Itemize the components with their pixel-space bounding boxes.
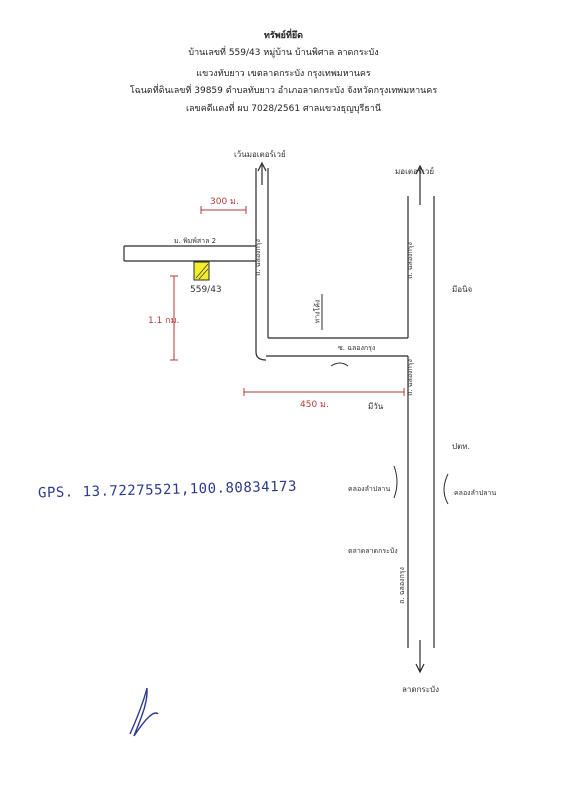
label-dist-300: 300 ม. <box>210 197 239 207</box>
label-canal-left: คลองลำปลาน <box>348 485 391 493</box>
label-right-landmark: มีอนิจ <box>452 285 473 294</box>
label-dist-1-1km: 1.1 กม. <box>148 316 180 326</box>
label-road-lower-right: ถ. ฉลองกรุง <box>405 359 414 396</box>
case-number-line: เลขคดีแดงที่ ผบ 7028/2561 ศาลแขวงธุญบุรี… <box>185 104 382 114</box>
bend-mark <box>330 362 349 367</box>
label-canal-right: คลองลำปลาน <box>454 489 497 497</box>
label-cross: ทางโค้ง <box>313 299 322 324</box>
document-title: ทรัพย์ที่ยึด <box>263 31 304 41</box>
label-road-vertical-right: ถ. ฉลองกรุง <box>405 242 414 279</box>
label-road-vertical-left: ถ. ฉลองกรุง <box>253 239 262 276</box>
district-line: แขวงทับยาว เขตลาดกระบัง กรุงเทพมหานคร <box>196 69 371 79</box>
label-south: ลาดกระบัง <box>402 685 440 694</box>
label-road-bottom: ถ. ฉลองกรุง <box>397 567 406 604</box>
address-line: บ้านเลขที่ 559/43 หมู่บ้าน บ้านพิศาล ลาด… <box>188 48 379 58</box>
label-road-horizontal: ซ. ฉลองกรุง <box>338 344 376 352</box>
signature-mark <box>129 687 159 737</box>
label-dist-450: 450 ม. <box>300 400 329 410</box>
deed-line: โฉนดที่ดินเลขที่ 39859 ตำบลทับยาว อำเภอล… <box>129 86 438 96</box>
label-ptt: ปตท. <box>452 442 471 451</box>
canal-right-mark <box>443 473 449 505</box>
label-north-right: มอเตอร์เวย์ <box>395 167 435 176</box>
label-soi-pisan: ม. พิมพ์สาล 2 <box>174 237 217 245</box>
label-mid-landmark: มีวัน <box>368 402 384 411</box>
label-north-left: เว้นมอเตอร์เวย์ <box>234 150 286 159</box>
left-road-curve <box>255 351 267 361</box>
label-market: ตลาดลาดกระบัง <box>348 547 398 555</box>
canal-left-mark <box>393 465 398 499</box>
label-house-number: 559/43 <box>190 285 222 295</box>
